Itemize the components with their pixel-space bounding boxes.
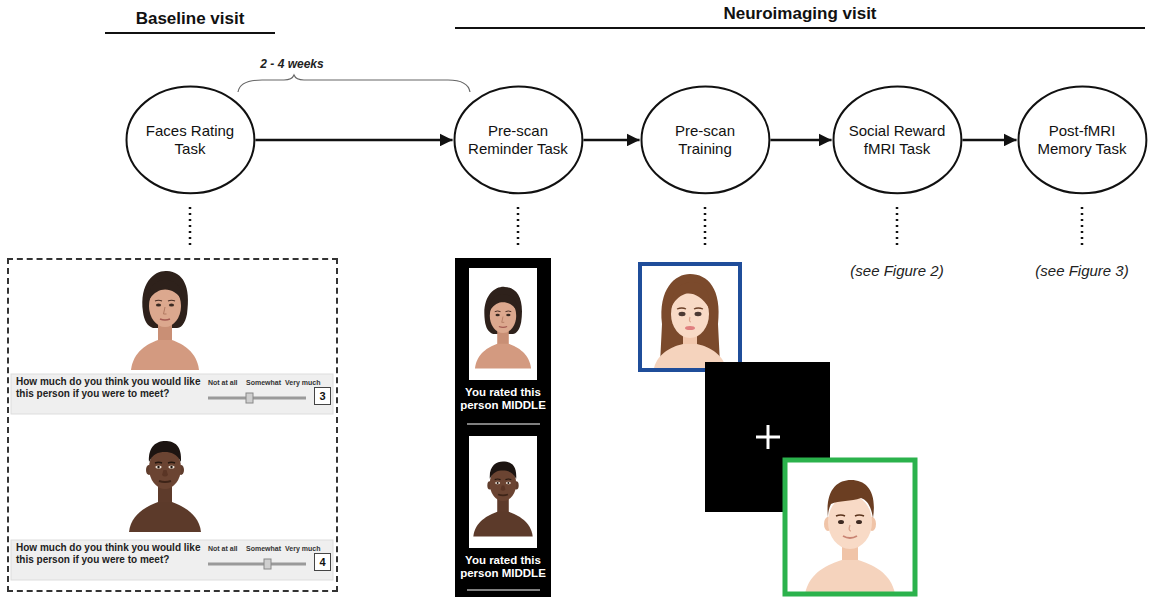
face-photo — [470, 279, 536, 368]
flow-arrow — [583, 139, 639, 142]
reminder-caption: You rated this person MIDDLE — [457, 554, 549, 580]
rating-slider — [208, 393, 306, 569]
flow-arrow — [255, 139, 452, 142]
flow-arrow — [962, 139, 1016, 142]
rating-number: 4 — [319, 556, 325, 568]
caption-rule — [467, 424, 540, 425]
reminder-caption: You rated this person MIDDLE — [457, 386, 549, 412]
reminder-ground — [455, 258, 551, 597]
section-heading: Baseline visit — [90, 9, 290, 29]
rating-value-box: 4 — [314, 553, 331, 571]
interval-brace — [238, 75, 470, 92]
stage-name: Pre-scan Reminder Task — [466, 122, 570, 158]
scale-label: Very much — [285, 378, 320, 387]
heading-rule — [105, 32, 275, 34]
figure-reference: (see Figure 3) — [1007, 262, 1155, 279]
section-heading: Neuroimaging visit — [650, 4, 950, 24]
figure-reference: (see Figure 2) — [822, 262, 972, 279]
scale-label: Very much — [285, 544, 320, 553]
rating-question: How much do you think you would like thi… — [16, 542, 204, 566]
stage-name: Social Reward fMRI Task — [845, 122, 949, 158]
rating-value-box: 3 — [314, 387, 331, 405]
stage-ellipse: Social Reward fMRI Task — [832, 85, 963, 195]
cartoon-face — [785, 460, 915, 594]
rating-bar: How much do you think you would like thi… — [11, 540, 333, 580]
stage-ellipse: Faces Rating Task — [125, 85, 256, 195]
stage-name: Pre-scan Training — [653, 122, 757, 158]
stage-name: Faces Rating Task — [138, 122, 242, 158]
face-photo — [470, 447, 536, 536]
scale-label: Not at all — [208, 378, 238, 387]
scale-label: Not at all — [208, 544, 238, 553]
cartoon-face — [640, 264, 740, 370]
scale-label: Somewhat — [246, 378, 281, 387]
face-photo — [125, 424, 205, 532]
stage-ellipse: Pre-scan Reminder Task — [453, 85, 584, 195]
rating-number: 3 — [319, 390, 325, 402]
rating-bar-ground — [11, 374, 333, 580]
example-panel: How much do you think you would like thi… — [7, 258, 338, 592]
photo-frame — [469, 436, 537, 548]
reminder-panel: You rated this person MIDDLE You rated th… — [455, 258, 551, 597]
interval-label: 2 - 4 weeks — [242, 57, 342, 71]
heading-rule — [455, 27, 1145, 29]
caption-rule — [467, 590, 540, 591]
stage-ellipse: Pre-scan Training — [640, 85, 771, 195]
scale-label: Somewhat — [246, 544, 281, 553]
rating-question: How much do you think you would like thi… — [16, 376, 204, 400]
rating-bar: How much do you think you would like thi… — [11, 374, 333, 414]
fixation-cross — [756, 425, 780, 449]
photo-frame — [469, 268, 537, 380]
dotted-leader — [190, 207, 1082, 245]
stage-ellipse: Post-fMRI Memory Task — [1017, 85, 1148, 195]
stage-name: Post-fMRI Memory Task — [1030, 122, 1134, 158]
face-photo — [125, 262, 205, 370]
flow-arrow — [770, 139, 831, 142]
